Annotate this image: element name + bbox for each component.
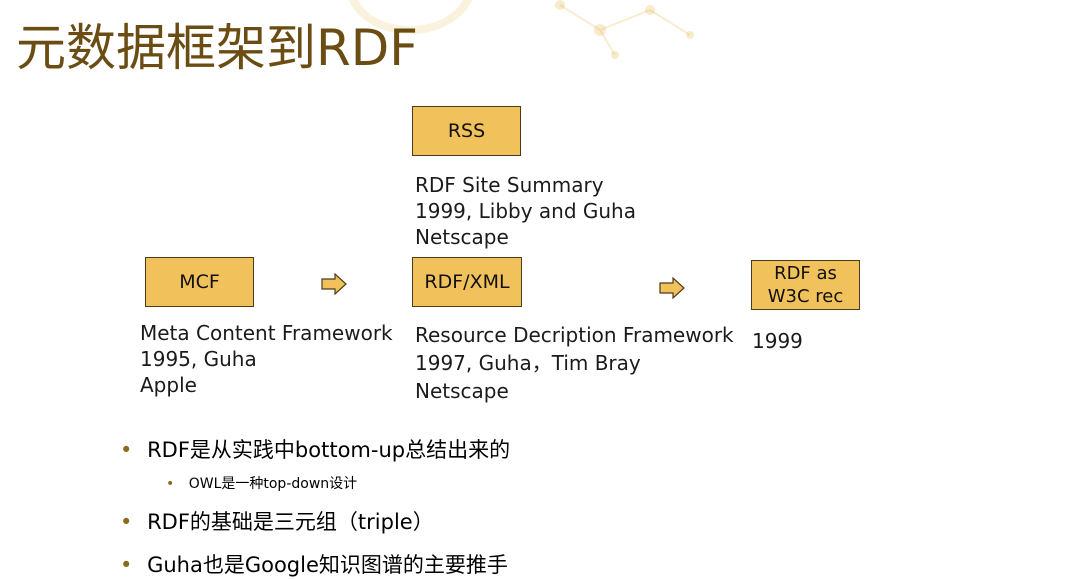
mcf-box: MCF bbox=[145, 257, 254, 307]
rss-desc-line-2: 1999, Libby and Guha bbox=[415, 199, 636, 223]
rdfxml-box-label: RDF/XML bbox=[424, 271, 510, 293]
bullet-marker: • bbox=[120, 510, 133, 534]
rdfxml-desc-line-2: 1997, Guha，Tim Bray bbox=[415, 351, 641, 375]
mcf-description: Meta Content Framework 1995, Guha Apple bbox=[140, 320, 393, 398]
rdf-w3c-box: RDF as W3C rec bbox=[751, 260, 860, 310]
mcf-desc-line-2: 1995, Guha bbox=[140, 347, 257, 371]
mcf-desc-line-3: Apple bbox=[140, 373, 197, 397]
bullet-text: RDF的基础是三元组（triple） bbox=[147, 510, 434, 534]
rdfxml-desc-line-1: Resource Decription Framework bbox=[415, 323, 734, 347]
rdf-w3c-box-line-2: W3C rec bbox=[767, 286, 844, 307]
bullet-marker: • bbox=[120, 553, 133, 577]
rdfxml-box: RDF/XML bbox=[412, 257, 522, 307]
bullet-owl-top-down: • OWL是一种top-down设计 bbox=[166, 474, 357, 494]
bullet-text: Guha也是Google知识图谱的主要推手 bbox=[147, 553, 508, 577]
bullet-text: RDF是从实践中bottom-up总结出来的 bbox=[147, 438, 511, 462]
bullet-marker: • bbox=[166, 476, 175, 492]
bullet-text: OWL是一种top-down设计 bbox=[188, 476, 358, 492]
mcf-box-label: MCF bbox=[179, 271, 220, 293]
rss-box-label: RSS bbox=[447, 120, 486, 142]
bullet-rdf-bottom-up: • RDF是从实践中bottom-up总结出来的 bbox=[120, 436, 510, 464]
bullet-guha-google: • Guha也是Google知识图谱的主要推手 bbox=[120, 551, 508, 579]
rdf-w3c-desc-line-1: 1999 bbox=[752, 329, 803, 353]
bullet-rdf-triple: • RDF的基础是三元组（triple） bbox=[120, 508, 434, 536]
mcf-desc-line-1: Meta Content Framework bbox=[140, 321, 393, 345]
rss-desc-line-1: RDF Site Summary bbox=[415, 173, 604, 197]
right-arrow-icon bbox=[321, 273, 347, 295]
rss-box: RSS bbox=[412, 106, 521, 156]
rss-desc-line-3: Netscape bbox=[415, 225, 509, 249]
rdfxml-desc-line-3: Netscape bbox=[415, 379, 509, 403]
right-arrow-icon bbox=[659, 277, 685, 299]
rdf-w3c-description: 1999 bbox=[752, 328, 803, 354]
rdfxml-description: Resource Decription Framework 1997, Guha… bbox=[415, 321, 734, 405]
rdf-w3c-box-line-1: RDF as bbox=[774, 263, 837, 284]
rss-description: RDF Site Summary 1999, Libby and Guha Ne… bbox=[415, 172, 636, 250]
bullet-marker: • bbox=[120, 438, 133, 462]
slide-title: 元数据框架到RDF bbox=[16, 19, 419, 77]
